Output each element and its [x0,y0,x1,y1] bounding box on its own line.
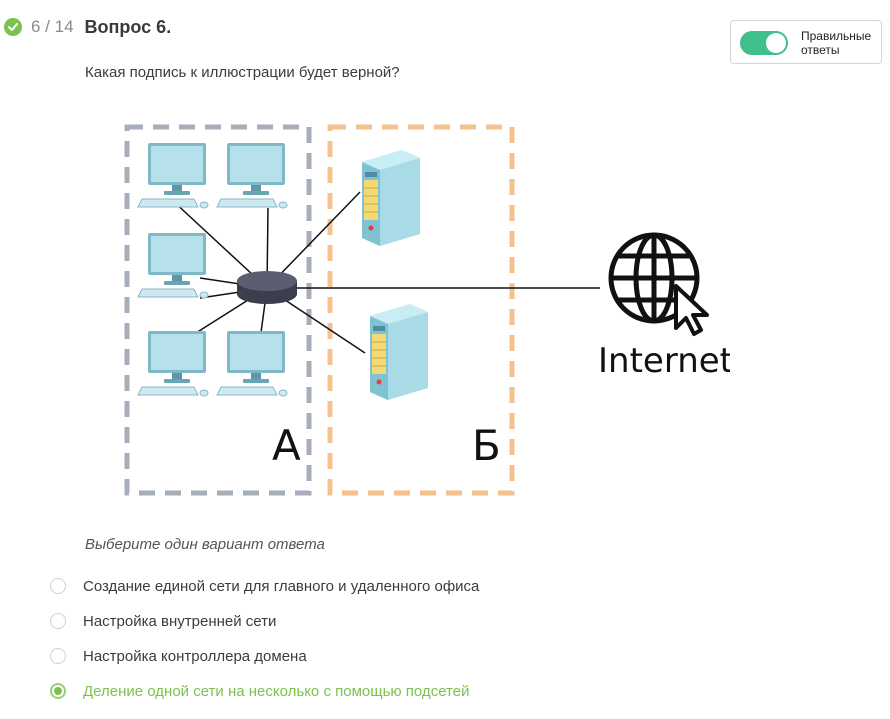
zone-b-label: Б [472,421,501,470]
answer-option-1[interactable]: Создание единой сети для главного и удал… [50,574,479,598]
question-header: 6 / 14 Вопрос 6. [4,14,171,40]
radio-button[interactable] [50,613,66,629]
workstation-icon [137,142,209,209]
answer-option-label: Деление одной сети на несколько с помощь… [83,682,470,700]
workstation-icon [216,330,288,397]
radio-button-selected[interactable] [50,683,66,699]
radio-button[interactable] [50,578,66,594]
answer-option-label: Создание единой сети для главного и удал… [83,577,480,595]
question-title: Вопрос 6. [84,16,172,37]
internet-label: Internet [598,341,730,381]
radio-button[interactable] [50,648,66,664]
zone-a-border [124,124,312,496]
answered-check-icon [4,18,22,36]
server-icon [361,149,421,247]
answer-hint: Выберите один вариант ответа [85,536,325,553]
correct-answers-toggle[interactable]: Правильные ответы [730,20,882,64]
toggle-label: Правильные ответы [801,29,872,57]
answer-option-4[interactable]: Деление одной сети на несколько с помощь… [50,679,469,703]
workstation-icon [216,142,288,209]
workstation-icon [137,232,209,299]
answer-option-2[interactable]: Настройка внутренней сети [50,609,276,633]
toggle-switch[interactable] [740,31,788,55]
question-text: Какая подпись к иллюстрации будет верной… [85,64,400,81]
zone-a-label: А [272,421,301,470]
answer-option-label: Настройка внутренней сети [83,612,277,630]
toggle-knob [766,33,786,53]
question-counter: 6 / 14 [31,17,74,36]
internet-globe-icon [608,232,709,336]
answer-option-label: Настройка контроллера домена [83,647,307,665]
server-icon [369,303,429,401]
workstation-icon [137,330,209,397]
answer-option-3[interactable]: Настройка контроллера домена [50,644,307,668]
network-diagram: А Б Internet [124,124,730,496]
switch-hub-icon [237,271,297,304]
zone-b-border [327,124,515,496]
